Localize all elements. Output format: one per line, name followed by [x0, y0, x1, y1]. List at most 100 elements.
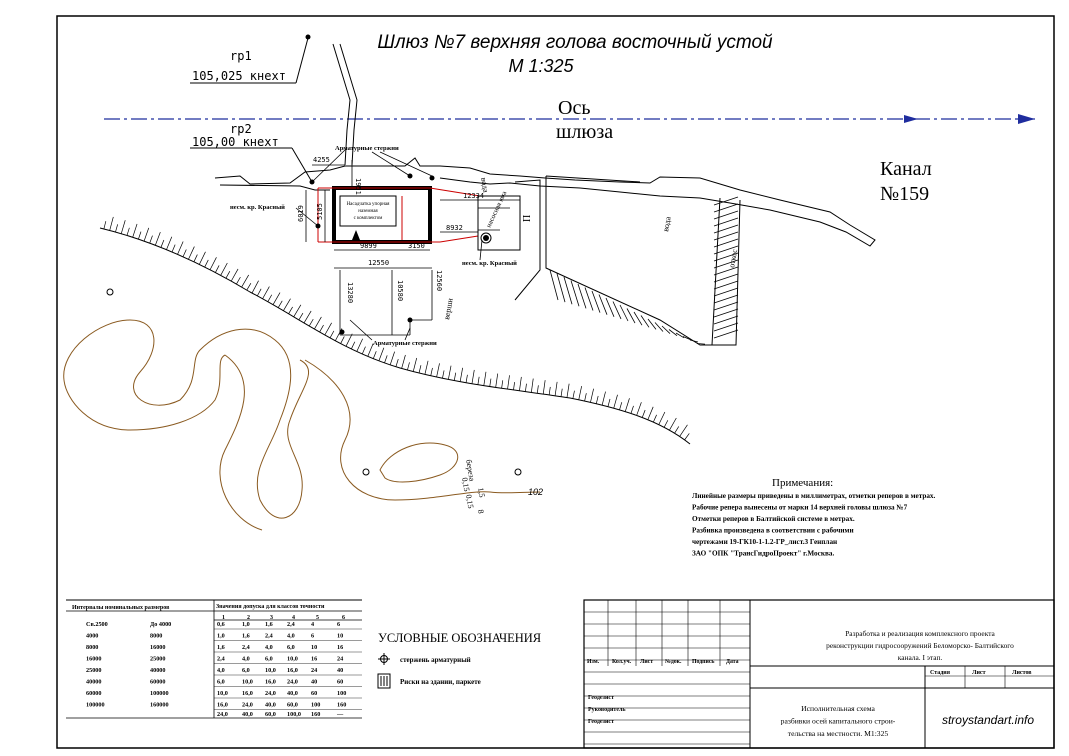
table-cell: 2,4	[287, 621, 295, 628]
sheet-name-line: разбивки осей капитального строи-	[781, 717, 896, 726]
hatch-stroke	[668, 329, 678, 337]
hatch-stroke	[525, 383, 527, 392]
dim-6019: 6019	[297, 205, 305, 222]
sheet-frame	[56, 15, 1055, 749]
hatch-stroke	[277, 300, 283, 308]
rp1-name: rp1	[230, 49, 252, 63]
dim-12334: 12334	[463, 192, 484, 200]
table-cell: 16000	[150, 644, 165, 651]
table-header-classes: Значения допуска для классов точности	[216, 604, 325, 610]
hatch-stroke	[679, 424, 688, 437]
table-cell: 10	[311, 644, 317, 651]
stage-header: Листов	[1012, 670, 1032, 676]
table-cell: 60	[311, 690, 317, 697]
pump-pit-inner	[478, 207, 510, 231]
hatch-stroke	[663, 420, 669, 428]
hatch-stroke	[675, 332, 685, 339]
table-cell: 10,0	[287, 656, 298, 663]
hatch-stroke	[319, 324, 324, 333]
hatch-stroke	[241, 274, 249, 288]
hatch-stroke	[109, 216, 114, 231]
hatch-stroke	[647, 318, 657, 330]
table-cell: 4,0	[242, 656, 250, 663]
hatch-stroke	[713, 217, 739, 227]
hatch-stroke	[335, 328, 343, 341]
note-line: ЗАО "ОПК "ТрансГидроПроект" г.Москва.	[692, 550, 834, 558]
table-cell: 25000	[86, 667, 101, 674]
stage-header: Лист	[972, 670, 986, 676]
hatch-stroke	[713, 315, 739, 325]
hatch-stroke	[340, 336, 345, 344]
table-cell: 100,0	[287, 711, 301, 718]
hatch-stroke	[453, 372, 457, 381]
note-line: Отметки реперов в Балтийской системе в м…	[692, 515, 855, 523]
axis-label-1: Ось	[558, 97, 590, 119]
hatch-stroke	[193, 254, 198, 262]
hatch-stroke	[283, 298, 291, 311]
hatch-stroke	[356, 338, 363, 352]
hatch-stroke	[595, 395, 599, 404]
hatch-stroke	[641, 409, 646, 418]
hatch-stroke	[395, 358, 399, 367]
table-class-header: 5	[316, 615, 319, 621]
table-cell: 24,0	[217, 711, 228, 718]
hatch-stroke	[713, 196, 739, 206]
project-title-line: реконструкции гидросооружений Беломорско…	[826, 641, 1014, 650]
pump-pit	[477, 195, 521, 251]
table-cell: 6,0	[287, 644, 295, 651]
benchmark-rp2: rp2 105,00 кнехт	[190, 122, 313, 183]
hatch-stroke	[560, 388, 563, 397]
table-cell: 60000	[86, 690, 101, 697]
left-mark-label: несм. кр. Красный	[230, 204, 285, 211]
table-cell: 16,0	[287, 667, 298, 674]
hatch-stroke	[570, 280, 580, 307]
table-cell: 24	[337, 656, 343, 663]
lock-chamber-left	[219, 184, 330, 191]
hatch-stroke	[501, 380, 504, 389]
hatch-stroke	[401, 354, 406, 369]
hatch-stroke	[149, 235, 153, 244]
table-cell: 16000	[86, 656, 101, 663]
table-class-header: 4	[292, 615, 295, 621]
right-structure-outline	[514, 175, 741, 346]
table-cell: 1,6	[265, 621, 273, 628]
hatch-stroke	[674, 426, 680, 434]
hatch-stroke	[220, 262, 228, 276]
dim-3150: 3150	[408, 242, 425, 250]
table-cell: 40	[337, 667, 343, 674]
hatch-stroke	[262, 286, 270, 299]
hatch-stroke	[489, 378, 492, 387]
hatch-stroke	[590, 388, 594, 403]
hatch-stroke	[345, 333, 353, 347]
hatch-stroke	[542, 380, 546, 395]
hatch-stroke	[536, 385, 539, 394]
hatch-stroke	[459, 367, 463, 382]
dim-8932: 8932	[446, 224, 463, 232]
hatch-stroke	[713, 259, 739, 269]
legend-rebar-label: стержень арматурный	[400, 656, 471, 664]
table-cell: 4000	[86, 633, 98, 640]
table-class-header: 3	[270, 615, 273, 621]
slope-hatching	[103, 216, 690, 441]
hatch-stroke	[605, 297, 615, 317]
hatch-stroke	[640, 315, 650, 328]
hatch-stroke	[155, 232, 161, 246]
title-block-role: Геодезист	[588, 695, 614, 701]
note-line: Линейные размеры приведены в миллиметрах…	[692, 492, 936, 500]
hatch-stroke	[653, 414, 657, 423]
hatch-stroke	[120, 220, 126, 234]
tree-d4: 8	[476, 509, 486, 515]
hatch-stroke	[612, 301, 622, 320]
table-cell: 40,0	[265, 702, 276, 709]
hatch-stroke	[143, 227, 150, 242]
hatch-stroke	[115, 224, 118, 233]
hatch-stroke	[591, 290, 601, 313]
table-cell: 40,0	[242, 711, 253, 718]
table-cell: 60000	[150, 679, 165, 686]
legend-building-row: Риски на здании, паркете	[377, 673, 481, 689]
hatch-stroke	[424, 360, 429, 375]
hatch-stroke	[132, 223, 138, 238]
table-cell: 1,0	[242, 621, 250, 628]
